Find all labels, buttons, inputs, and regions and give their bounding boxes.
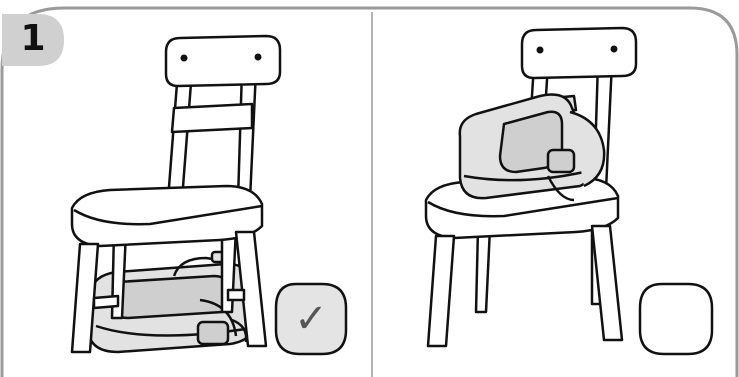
empty-box (640, 284, 712, 354)
booster-bag-icon (460, 95, 604, 201)
correct-placement-panel (72, 36, 346, 354)
step-badge (2, 14, 64, 66)
check-box (276, 284, 346, 354)
incorrect-placement-panel (426, 28, 712, 354)
